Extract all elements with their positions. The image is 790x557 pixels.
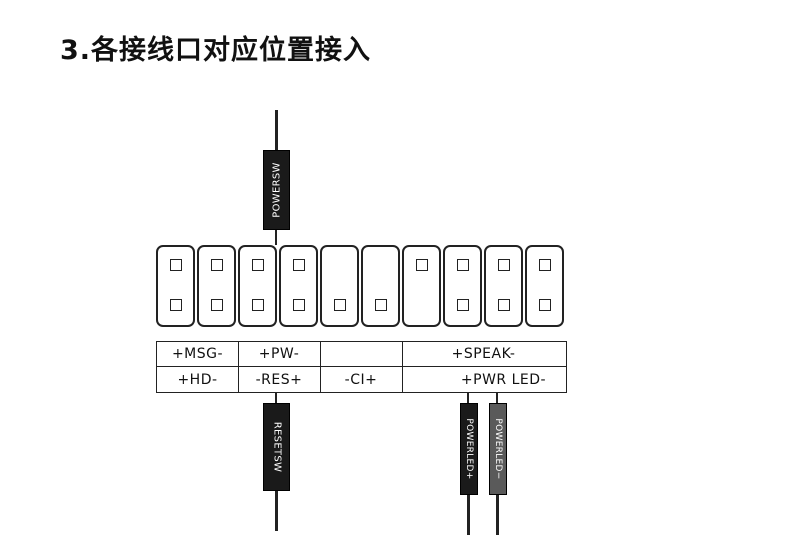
header-pin — [457, 299, 469, 311]
table-divider — [402, 342, 403, 367]
header-pin — [211, 299, 223, 311]
power-sw-connector: POWERSW — [263, 150, 290, 230]
table-row-divider — [157, 366, 566, 367]
pin-column — [484, 245, 523, 327]
header-pin — [334, 299, 346, 311]
pin-column — [156, 245, 195, 327]
header-pin — [211, 259, 223, 271]
table-divider — [402, 367, 403, 393]
power-sw-label: POWERSW — [271, 162, 282, 218]
header-pin — [539, 299, 551, 311]
page-title: 3.各接线口对应位置接入 — [60, 35, 372, 66]
header-pin — [293, 259, 305, 271]
pin-column — [238, 245, 277, 327]
label-pw: +PW- — [258, 346, 300, 362]
label-msg: +MSG- — [171, 346, 224, 362]
label-hd: +HD- — [177, 371, 218, 388]
label-pwr-led: +PWR LED- — [460, 371, 547, 388]
header-pin — [252, 299, 264, 311]
header-pin — [416, 259, 428, 271]
pin-column — [320, 245, 359, 327]
header-pin — [170, 299, 182, 311]
pin-column — [443, 245, 482, 327]
power-led-minus-label: POWERLED− — [493, 418, 503, 480]
power-led-minus-lead — [496, 393, 498, 403]
reset-sw-connector: RESETSW — [263, 403, 290, 491]
pin-column — [361, 245, 400, 327]
table-divider — [320, 342, 321, 367]
table-divider — [238, 367, 239, 393]
power-sw-lead — [275, 230, 277, 245]
pin-column — [279, 245, 318, 327]
header-pin — [170, 259, 182, 271]
power-led-plus-label: POWERLED+ — [464, 418, 474, 480]
label-speak: +SPEAK- — [451, 346, 516, 362]
header-pin — [293, 299, 305, 311]
reset-sw-lead — [275, 393, 277, 403]
pin-column — [525, 245, 564, 327]
header-pin — [498, 259, 510, 271]
header-pin — [252, 259, 264, 271]
label-res: -RES+ — [255, 371, 303, 388]
power-led-minus-cable — [496, 495, 499, 535]
reset-sw-cable — [275, 491, 278, 531]
power-led-plus-connector: POWERLED+ — [460, 403, 478, 495]
pin-column — [197, 245, 236, 327]
pin-column — [402, 245, 441, 327]
label-blank — [320, 342, 402, 366]
header-pin — [498, 299, 510, 311]
label-ci: -CI+ — [344, 371, 378, 388]
table-divider — [320, 367, 321, 393]
power-led-minus-connector: POWERLED− — [489, 403, 507, 495]
table-divider — [238, 342, 239, 367]
power-led-plus-cable — [467, 495, 470, 535]
header-pin — [375, 299, 387, 311]
power-sw-cable — [275, 110, 278, 152]
power-led-plus-lead — [467, 393, 469, 403]
header-pin — [457, 259, 469, 271]
header-pin — [539, 259, 551, 271]
pin-label-table: +MSG- +PW- +SPEAK- +HD- -RES+ -CI+ +PWR … — [156, 341, 567, 393]
reset-sw-label: RESETSW — [271, 421, 282, 473]
